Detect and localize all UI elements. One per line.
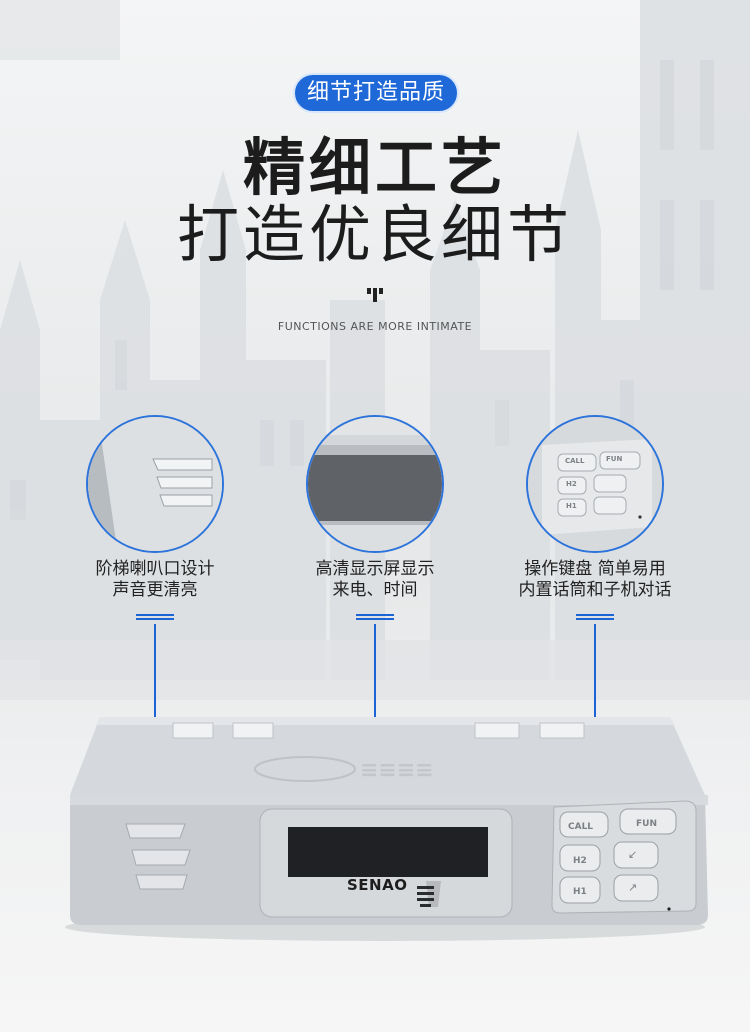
keypad-closeup xyxy=(526,415,664,553)
feature-caption-keypad: 操作键盘 简单易用内置话筒和子机对话 xyxy=(518,559,672,600)
svg-text:≡≡≡≡: ≡≡≡≡ xyxy=(360,758,434,783)
call-key: CALL xyxy=(568,822,594,832)
pointer-tick-1 xyxy=(136,614,174,620)
h1-key: H1 xyxy=(573,887,587,897)
svg-text:↙: ↙ xyxy=(628,848,637,861)
headline-line-2: 打造优良细节 xyxy=(176,198,573,271)
pointer-tick-3 xyxy=(576,614,614,620)
brand-logo: SENAO xyxy=(347,876,408,894)
headline-line-1: 精细工艺 xyxy=(242,131,507,204)
quote-mark-icon xyxy=(367,288,383,302)
host-device: ≡≡≡≡ ↙ ↗ xyxy=(65,717,708,941)
closeup-fun-key: FUN xyxy=(606,455,623,463)
h2-key: H2 xyxy=(573,856,587,866)
closeup-h2-key: H2 xyxy=(566,480,577,488)
fun-key: FUN xyxy=(636,819,657,829)
pointer-tick-2 xyxy=(356,614,394,620)
feature-caption-speaker: 阶梯喇叭口设计声音更清亮 xyxy=(95,559,215,600)
speaker-vent-closeup xyxy=(86,415,224,553)
display-screen-closeup xyxy=(306,415,444,553)
section-badge: 细节打造品质 xyxy=(293,73,459,113)
subtitle: FUNCTIONS ARE MORE INTIMATE xyxy=(277,320,473,333)
feature-caption-display: 高清显示屏显示来电、时间 xyxy=(315,559,435,600)
closeup-call-key: CALL xyxy=(565,457,585,465)
closeup-h1-key: H1 xyxy=(566,502,577,510)
svg-text:↗: ↗ xyxy=(628,881,637,894)
